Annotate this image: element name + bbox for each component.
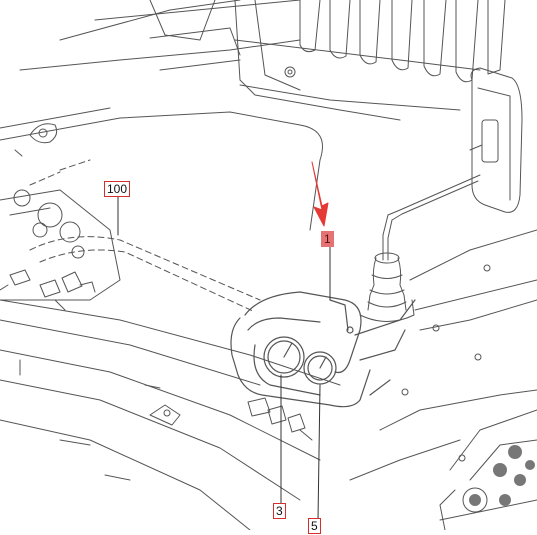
wiring-harness — [29, 159, 261, 313]
callout-3: 3 — [273, 503, 286, 519]
dash-panel — [0, 107, 341, 531]
joystick — [359, 252, 415, 322]
side-mirror — [382, 67, 523, 261]
callout-5: 5 — [308, 518, 321, 534]
red-pointer-arrow — [311, 161, 329, 227]
grille-fins — [234, 0, 506, 111]
right-frame — [349, 229, 537, 481]
connectors-left — [0, 269, 96, 311]
cab-frame — [19, 0, 401, 121]
instrument-cluster — [230, 291, 416, 408]
leader-lines — [117, 195, 331, 521]
engine-block — [439, 409, 537, 531]
left-console — [0, 123, 121, 301]
callout-100: 100 — [104, 181, 131, 197]
callout-1: 1 — [321, 231, 334, 247]
cluster-connectors — [247, 397, 313, 441]
